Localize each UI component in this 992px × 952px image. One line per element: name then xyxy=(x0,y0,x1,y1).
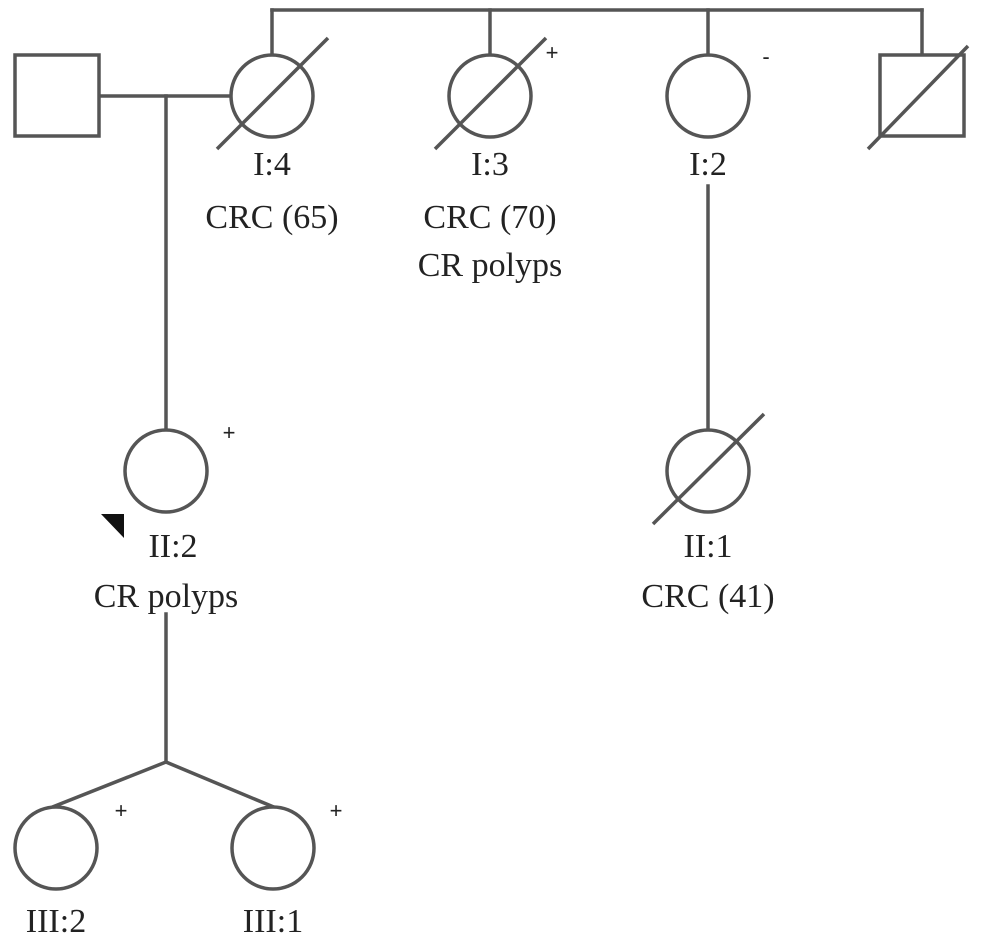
female-symbol xyxy=(665,53,751,139)
individual-id: I:4 xyxy=(253,146,291,183)
deceased-slash xyxy=(866,44,970,151)
deceased-slash xyxy=(651,412,766,526)
individual-deceased-male xyxy=(866,44,970,151)
pedigree-lines xyxy=(47,8,924,811)
mutation-status: - xyxy=(762,44,769,69)
individual-II2: + II:2 CR polyps xyxy=(94,420,239,615)
child-line-III2 xyxy=(47,759,169,811)
individual-I3: + I:3 CRC (70) CR polyps xyxy=(418,36,563,284)
individual-id: II:1 xyxy=(683,528,732,565)
deceased-slash xyxy=(215,36,330,151)
individual-id: II:2 xyxy=(148,528,197,565)
diagnosis: CR polyps xyxy=(418,247,563,284)
individual-III2: + III:2 xyxy=(13,798,128,940)
child-line-III1 xyxy=(163,759,279,811)
individual-II1: II:1 CRC (41) xyxy=(641,412,775,615)
female-symbol xyxy=(123,428,209,514)
diagnosis: CRC (41) xyxy=(641,578,774,615)
mutation-status: + xyxy=(223,420,236,445)
diagnosis: CR polyps xyxy=(94,578,239,615)
deceased-slash xyxy=(433,36,548,151)
mutation-status: + xyxy=(330,798,343,823)
individual-I2: - I:2 xyxy=(665,44,770,183)
mutation-status: + xyxy=(115,798,128,823)
individual-id: I:2 xyxy=(689,146,727,183)
individual-id: I:3 xyxy=(471,146,509,183)
mutation-status: + xyxy=(546,40,559,65)
diagnosis: CRC (65) xyxy=(205,199,338,236)
individual-III1: + III:1 xyxy=(230,798,343,940)
female-symbol xyxy=(13,805,99,891)
individual-id: III:1 xyxy=(243,903,303,940)
individual-I4: I:4 CRC (65) xyxy=(205,36,339,236)
female-symbol xyxy=(230,805,316,891)
diagnosis: CRC (70) xyxy=(423,199,556,236)
male-symbol xyxy=(13,53,101,138)
proband-arrow-icon xyxy=(101,514,124,538)
individual-spouse xyxy=(13,53,101,138)
individual-id: III:2 xyxy=(26,903,86,940)
